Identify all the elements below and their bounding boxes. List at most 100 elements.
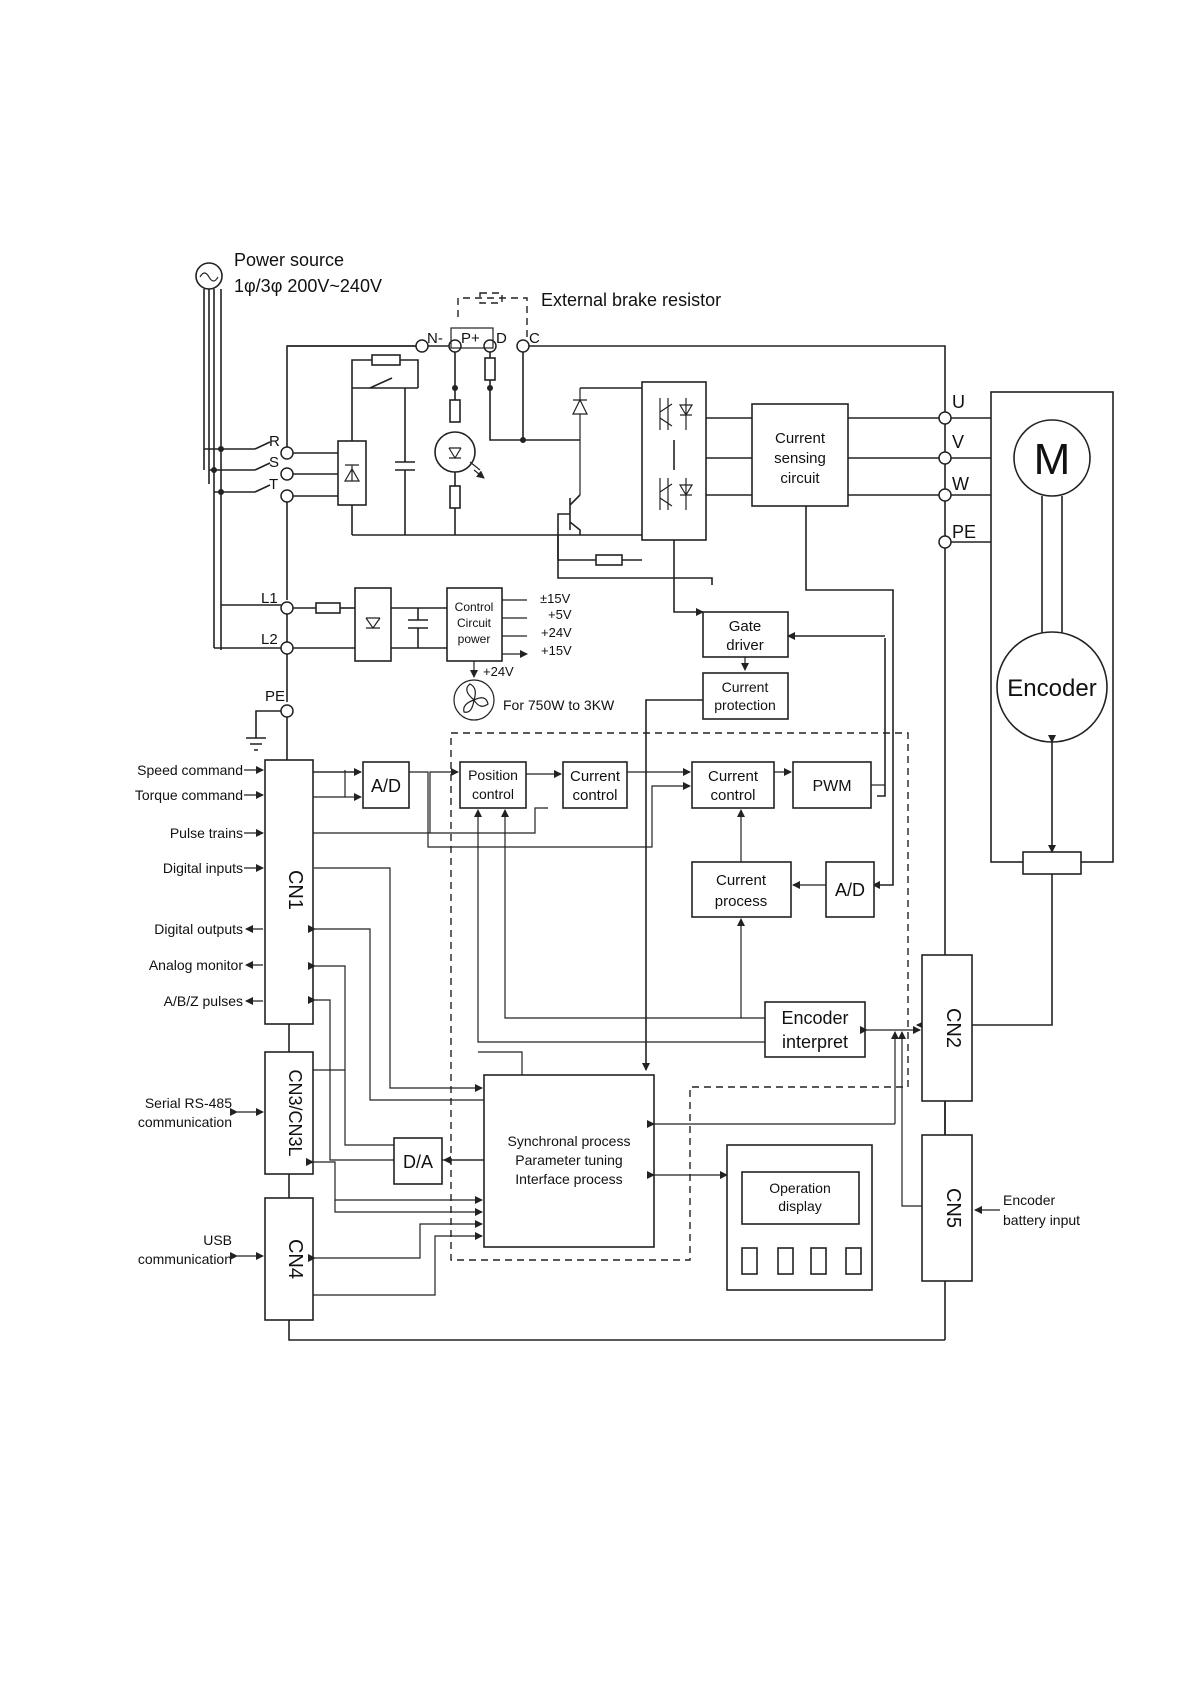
current-control-1-line2: control xyxy=(572,787,617,804)
power-source-spec: 1φ/3φ 200V~240V xyxy=(234,276,382,296)
operation-display-line2: display xyxy=(778,1198,822,1214)
cn4-signal-line1: USB xyxy=(203,1232,232,1248)
terminal-l1 xyxy=(280,601,294,615)
current-sensing-line1: Current xyxy=(775,430,826,447)
voltage-5v: +5V xyxy=(548,607,572,622)
encoder-interpret-line1: Encoder xyxy=(781,1008,848,1028)
terminal-w-label: W xyxy=(952,474,969,494)
relay-contact xyxy=(369,377,393,389)
control-rectifier xyxy=(354,587,392,662)
ad-converter-2-label: A/D xyxy=(835,880,865,900)
voltage-15v-pm: ±15V xyxy=(540,591,571,606)
brake-resistor-label: External brake resistor xyxy=(541,290,721,310)
terminal-d xyxy=(483,339,497,353)
terminal-n-label: N- xyxy=(427,330,443,347)
panel-key-4[interactable] xyxy=(845,1247,862,1275)
signal-digital-inputs: Digital inputs xyxy=(163,860,243,876)
gate-driver-line2: driver xyxy=(726,637,764,654)
terminal-pe-label: PE xyxy=(265,688,285,705)
current-sensing-line3: circuit xyxy=(780,470,820,487)
cn4-signal-line2: communication xyxy=(138,1251,232,1267)
current-sensing-line2: sensing xyxy=(774,450,826,467)
ground-icon xyxy=(246,710,281,751)
inrush-resistor xyxy=(371,354,401,366)
ac-source-icon xyxy=(195,262,223,290)
terminal-p-label: P+ xyxy=(461,330,480,347)
signal-analog-monitor: Analog monitor xyxy=(149,957,244,973)
terminal-s xyxy=(280,467,294,481)
motor-shaft xyxy=(1041,496,1063,637)
pwm-label: PWM xyxy=(812,778,851,795)
current-process-line1: Current xyxy=(716,872,767,889)
current-control-1-block xyxy=(562,761,628,809)
cn1-connector xyxy=(264,759,314,1025)
panel-key-3[interactable] xyxy=(810,1247,827,1275)
brake-diode xyxy=(572,388,588,495)
terminal-l2 xyxy=(280,641,294,655)
operation-display-screen xyxy=(741,1171,860,1225)
synchronal-process-block xyxy=(483,1074,655,1248)
panel-key-1[interactable] xyxy=(741,1247,758,1275)
position-control-line1: Position xyxy=(468,767,518,783)
current-control-1-line1: Current xyxy=(570,768,621,785)
fan-icon xyxy=(453,679,495,721)
terminal-v xyxy=(938,451,952,465)
terminal-d-label: D xyxy=(496,330,507,347)
current-control-2-line1: Current xyxy=(708,768,759,785)
current-process-block xyxy=(691,861,792,918)
terminal-c-label: C xyxy=(529,330,540,347)
current-protection-line2: protection xyxy=(714,697,775,713)
cn1-label: CN1 xyxy=(284,870,306,910)
brake-transistor xyxy=(569,494,581,535)
external-brake-wiring xyxy=(457,297,528,340)
current-control-2-block xyxy=(691,761,775,809)
encoder-label: Encoder xyxy=(1007,675,1096,702)
external-brake-resistor xyxy=(479,292,503,304)
synchronal-line3: Interface process xyxy=(515,1171,622,1187)
terminal-l2-label: L2 xyxy=(261,631,278,648)
control-power-line1: Control xyxy=(455,600,494,614)
encoder-interpret-block xyxy=(764,1001,866,1058)
voltage-24v: +24V xyxy=(541,625,572,640)
cn1-signals: Speed command Torque command Pulse train… xyxy=(135,762,264,1009)
cn4-label: CN4 xyxy=(284,1239,306,1279)
power-source-title: Power source xyxy=(234,250,344,270)
ad-converter-2 xyxy=(825,861,875,918)
encoder-connector xyxy=(1022,851,1082,875)
current-protection-line1: Current xyxy=(722,679,769,695)
gate-driver-line1: Gate xyxy=(729,618,762,635)
voltage-15v: +15V xyxy=(541,643,572,658)
dc-bus xyxy=(352,387,580,536)
current-protection-block xyxy=(702,672,789,720)
ad-converter-1 xyxy=(362,761,410,809)
terminal-u-label: U xyxy=(952,392,965,412)
control-power-block xyxy=(446,587,503,662)
motor-icon xyxy=(1013,419,1091,497)
breaker-switches xyxy=(254,441,271,493)
cn3-label: CN3/CN3L xyxy=(285,1069,305,1156)
cn5-label: CN5 xyxy=(942,1188,964,1228)
cn3-signal-line2: communication xyxy=(138,1114,232,1130)
terminal-v-label: V xyxy=(952,432,964,452)
current-control-2-line2: control xyxy=(710,787,755,804)
charge-led-icon xyxy=(434,431,476,473)
encoder-interpret-line2: interpret xyxy=(782,1032,848,1052)
bus-capacitor xyxy=(395,388,415,535)
terminal-r-label: R xyxy=(269,433,280,450)
terminal-t xyxy=(280,489,294,503)
cn2-label: CN2 xyxy=(942,1008,964,1048)
cn2-connector xyxy=(921,954,973,1102)
panel-key-2[interactable] xyxy=(777,1247,794,1275)
synchronal-line1: Synchronal process xyxy=(508,1133,631,1149)
signal-torque-command: Torque command xyxy=(135,787,243,803)
terminal-pe xyxy=(280,704,294,718)
control-power-line3: power xyxy=(458,632,491,646)
pwm-block xyxy=(792,761,872,809)
terminal-l1-label: L1 xyxy=(261,590,278,607)
cn5-signal-line2: battery input xyxy=(1003,1212,1080,1228)
operation-display-line1: Operation xyxy=(769,1180,830,1196)
position-control-line2: control xyxy=(472,786,514,802)
signal-pulse-trains: Pulse trains xyxy=(170,825,243,841)
supply-lines xyxy=(203,289,215,500)
